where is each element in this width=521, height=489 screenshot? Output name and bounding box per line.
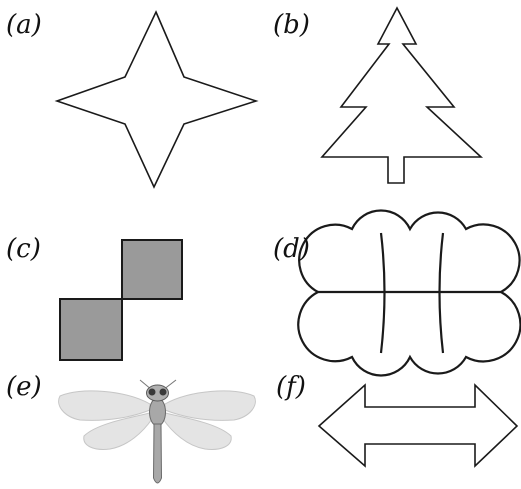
label-b: (b) [273, 10, 310, 40]
six-lobed-cloud-grid [297, 209, 521, 377]
left-eye [148, 388, 156, 396]
lower-square [59, 298, 123, 361]
right-lower-wing [162, 412, 232, 450]
dragonfly-thorax [149, 397, 166, 427]
label-d: (d) [273, 234, 310, 264]
double-headed-arrow [317, 383, 519, 468]
four-point-star [54, 10, 259, 189]
label-a: (a) [6, 10, 42, 40]
label-e: (e) [6, 372, 42, 402]
left-upper-wing [58, 390, 151, 421]
dragonfly-abdomen [152, 423, 163, 484]
two-diagonal-squares [59, 239, 183, 361]
label-f: (f) [276, 372, 306, 402]
left-lower-wing [83, 412, 153, 450]
dragonfly [58, 379, 256, 484]
right-eye [159, 388, 167, 396]
label-c: (c) [6, 234, 41, 264]
pine-tree [320, 6, 484, 184]
upper-square [121, 239, 183, 300]
right-upper-wing [164, 390, 256, 421]
